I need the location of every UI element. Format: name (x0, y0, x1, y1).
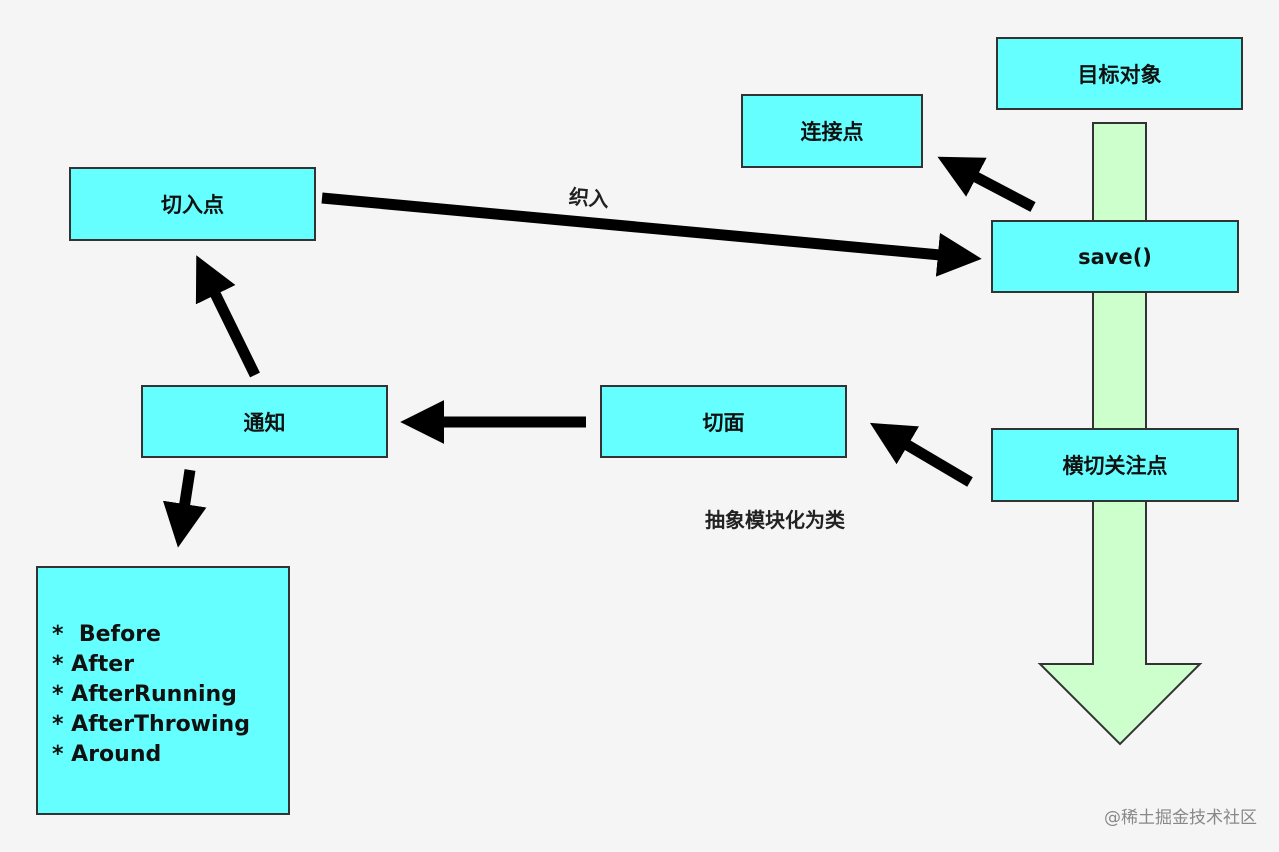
advice-type-item: * AfterThrowing (52, 712, 250, 737)
node-advice: 通知 (141, 385, 388, 458)
arrow-concern-to-aspect (869, 422, 973, 487)
watermark: @稀土掘金技术社区 (1104, 808, 1257, 828)
advice-type-item: * Around (52, 742, 162, 767)
node-save: save() (991, 220, 1239, 293)
advice-type-item: * AfterRunning (52, 682, 237, 707)
node-crosscutting-concern: 横切关注点 (991, 428, 1239, 502)
advice-types-box: * Before * After * AfterRunning * AfterT… (36, 566, 290, 815)
node-pointcut: 切入点 (69, 167, 316, 241)
arrow-advice-to-types (162, 469, 207, 548)
node-aspect: 切面 (600, 385, 847, 458)
arrow-save-to-joinpoint (937, 156, 1036, 212)
node-join-point: 连接点 (741, 94, 923, 168)
node-target-object: 目标对象 (996, 37, 1243, 110)
arrow-advice-to-pointcut (195, 255, 260, 378)
advice-type-item: * After (52, 652, 135, 677)
edge-label-abstract: 抽象模块化为类 (705, 508, 845, 532)
edge-label-weave: 织入 (567, 184, 610, 212)
advice-type-item: * Before (52, 622, 161, 647)
arrow-pointcut-to-save (321, 192, 982, 277)
